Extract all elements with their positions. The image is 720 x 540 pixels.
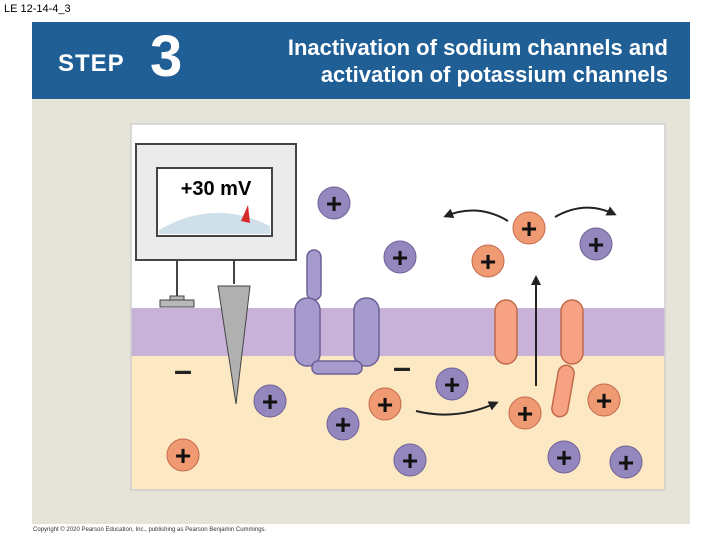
- sodium-ion: +: [609, 445, 643, 479]
- sodium-ion: +: [317, 186, 351, 220]
- potassium-ions: + + + + + +: [166, 211, 621, 472]
- diagram-border: [130, 123, 666, 491]
- microelectrode: [217, 285, 251, 405]
- slide-title: Inactivation of sodium channels and acti…: [198, 34, 668, 88]
- slide-label: LE 12-14-4_3: [4, 3, 71, 15]
- sodium-channel-inactivation-gate: [311, 360, 363, 375]
- arrow-left-curve: [443, 208, 509, 222]
- sodium-channel-gate: [306, 249, 322, 301]
- ion-charge: +: [377, 389, 393, 420]
- sodium-channel-right-subunit: [353, 297, 380, 367]
- ion-charge: +: [335, 409, 351, 440]
- sodium-ions: + + + + + + + +: [253, 186, 643, 479]
- ion-charge: +: [588, 229, 604, 260]
- arrow-cytoplasm-curve: [415, 401, 499, 416]
- sodium-ion: +: [579, 227, 613, 261]
- sodium-ion: +: [435, 367, 469, 401]
- title-line-1: Inactivation of sodium channels and: [287, 35, 668, 60]
- potassium-channel-left-subunit: [494, 299, 518, 365]
- sodium-ion: +: [393, 443, 427, 477]
- ion-charge: +: [517, 398, 533, 429]
- ion-charge: +: [521, 213, 537, 244]
- sodium-ion: +: [326, 407, 360, 441]
- arrow-right-curve: [554, 206, 617, 218]
- potassium-ion: +: [587, 383, 621, 417]
- potassium-ion: +: [368, 387, 402, 421]
- header-banner: STEP 3 Inactivation of sodium channels a…: [32, 22, 690, 99]
- ion-charge: +: [175, 440, 191, 471]
- ion-charge: +: [392, 242, 408, 273]
- potassium-ion: +: [508, 396, 542, 430]
- negative-charge: –: [174, 352, 192, 388]
- ion-charge: +: [326, 188, 342, 219]
- flow-arrows: [415, 206, 617, 416]
- potassium-ion: +: [471, 244, 505, 278]
- ion-charge: +: [480, 246, 496, 277]
- negative-charges: – –: [174, 349, 411, 388]
- step-label: STEP: [58, 50, 125, 77]
- sodium-ion: +: [253, 384, 287, 418]
- negative-charge: –: [393, 349, 411, 385]
- ion-charge: +: [596, 385, 612, 416]
- sodium-ion: +: [547, 440, 581, 474]
- potassium-channel-gate: [551, 364, 575, 418]
- ion-charge: +: [618, 447, 634, 478]
- copyright-notice: Copyright © 2020 Pearson Education, Inc.…: [33, 527, 267, 533]
- voltmeter-needle: [241, 205, 250, 223]
- ion-charge: +: [262, 386, 278, 417]
- potassium-ion: +: [166, 438, 200, 472]
- voltmeter-reading: +30 mV: [181, 178, 252, 200]
- sodium-ion: +: [383, 240, 417, 274]
- sodium-channel: [294, 249, 380, 375]
- step-number: 3: [150, 24, 183, 89]
- potassium-channel: [494, 299, 584, 418]
- ion-charge: +: [556, 442, 572, 473]
- sodium-channel-left-subunit: [294, 297, 321, 367]
- reference-electrode: [159, 299, 195, 308]
- potassium-channel-right-subunit: [560, 299, 584, 365]
- title-line-2: activation of potassium channels: [320, 62, 668, 87]
- potassium-ion: +: [512, 211, 546, 245]
- ion-charge: +: [444, 369, 460, 400]
- ion-charge: +: [402, 445, 418, 476]
- voltmeter: +30 mV: [135, 143, 297, 405]
